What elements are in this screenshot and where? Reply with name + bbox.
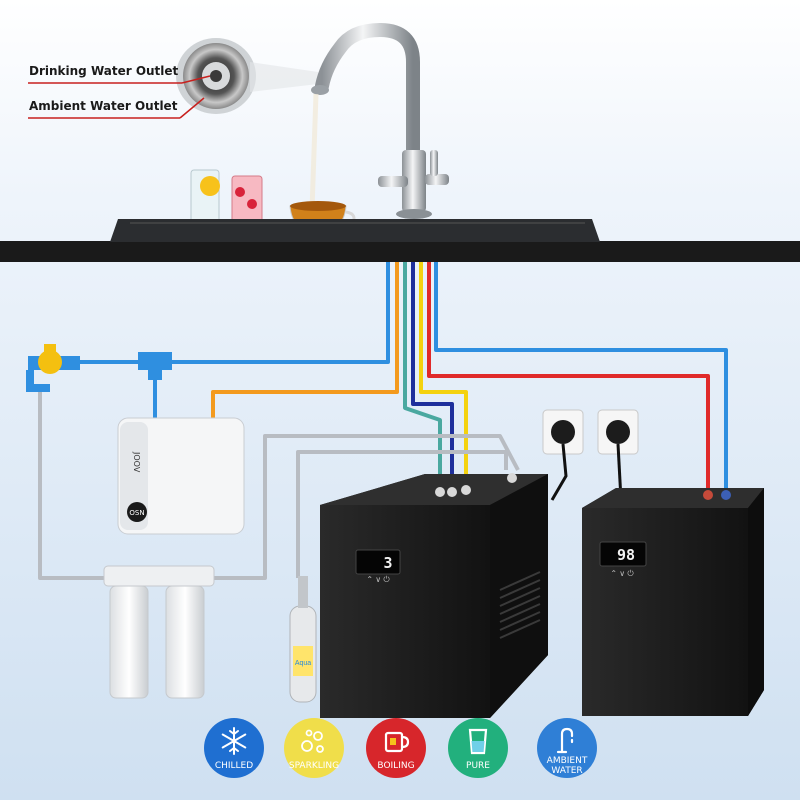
chiller-temperature-display: 3 <box>383 554 392 572</box>
pipe-network <box>38 262 728 580</box>
purifier-brand: JOOV <box>132 451 141 473</box>
boiler-temperature-display: 98 <box>617 546 635 564</box>
filter-cartridges <box>103 565 215 699</box>
purifier-button[interactable]: OSN <box>129 509 144 517</box>
faucet <box>309 22 449 219</box>
snowflake-icon <box>217 724 251 763</box>
feature-badge-label: CHILLED <box>214 761 254 771</box>
feature-badge-label: BOILING <box>377 761 415 771</box>
svg-text:⌃ ∨ ⏻: ⌃ ∨ ⏻ <box>610 569 634 578</box>
co2-label: Aqua <box>295 660 311 667</box>
countertop <box>0 241 800 262</box>
callout-ambient-water-outlet: Ambient Water Outlet <box>29 99 178 113</box>
feature-badge-label: AMBIENT WATER <box>546 756 588 776</box>
aerator-closeup <box>176 38 318 114</box>
feature-badge-label: PURE <box>466 761 490 771</box>
feature-badge: SPARKLING <box>276 718 352 778</box>
svg-text:⌃ ∨ ⏻: ⌃ ∨ ⏻ <box>366 575 390 584</box>
feature-badge-circle <box>448 718 508 778</box>
mug-icon <box>379 724 413 763</box>
faucet-icon <box>550 724 584 763</box>
feature-badge-circle <box>537 718 597 778</box>
callout-drinking-water-outlet: Drinking Water Outlet <box>29 64 179 78</box>
feature-badge-circle <box>284 718 344 778</box>
feature-badge: CHILLED <box>196 718 272 778</box>
shutoff-valve <box>26 344 172 392</box>
feature-badge: BOILING <box>358 718 434 778</box>
feature-badge-label: SPARKLING <box>288 761 340 771</box>
feature-badge: AMBIENT WATER <box>529 718 605 778</box>
glass-icon <box>461 724 495 763</box>
feature-badge: PURE <box>440 718 516 778</box>
bubbles-icon <box>297 724 331 763</box>
boiler-unit: 98 ⌃ ∨ ⏻ <box>582 488 764 716</box>
chiller-unit: 3 ⌃ ∨ ⏻ <box>320 473 548 718</box>
co2-canister: Aqua <box>289 576 317 703</box>
water-purifier: JOOV OSN <box>117 417 245 535</box>
feature-badge-circle <box>366 718 426 778</box>
feature-badge-circle <box>204 718 264 778</box>
sink-basin <box>110 219 600 242</box>
